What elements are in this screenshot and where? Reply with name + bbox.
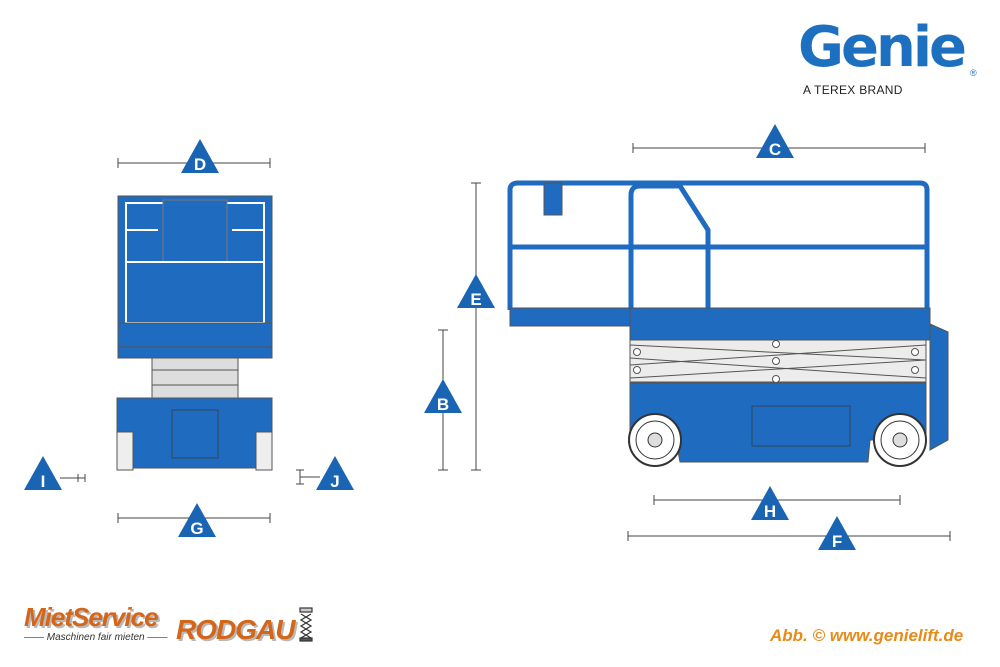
dimension-marker-d: D — [181, 139, 219, 174]
dimension-marker-f: F — [818, 516, 856, 551]
dimension-marker-b: B — [424, 379, 462, 414]
genie-logo: Genie — [798, 15, 967, 80]
dimension-marker-e: E — [457, 274, 495, 309]
company-name-part1: MietService — [24, 602, 159, 632]
side-view-machine — [507, 180, 949, 467]
company-name-part2: RODGAU — [176, 614, 295, 645]
dimension-marker-h: H — [751, 486, 789, 521]
svg-text:J: J — [330, 472, 339, 491]
svg-text:B: B — [437, 395, 449, 414]
registered-mark: ® — [970, 68, 977, 78]
image-credit: Abb. © www.genielift.de — [770, 626, 964, 645]
scissor-lift-icon — [299, 607, 313, 642]
front-wheel — [628, 413, 682, 467]
svg-text:H: H — [764, 502, 776, 521]
svg-text:C: C — [769, 140, 781, 159]
brand-tagline: A TEREX BRAND — [803, 83, 903, 97]
svg-text:G: G — [190, 519, 203, 538]
dimension-marker-c: C — [756, 124, 794, 159]
svg-text:E: E — [470, 290, 481, 309]
company-slogan: —— Maschinen fair mieten —— — [24, 632, 168, 643]
rear-wheel — [873, 413, 927, 467]
dimension-marker-i: I — [24, 456, 62, 491]
dimension-marker-j: J — [316, 456, 354, 491]
svg-text:F: F — [832, 532, 842, 551]
mietservice-logo: MietService RODGAU —— Maschinen fair mie… — [24, 602, 295, 648]
front-view-machine — [116, 195, 273, 471]
svg-text:I: I — [41, 472, 46, 491]
dimension-marker-g: G — [178, 503, 216, 538]
svg-text:D: D — [194, 155, 206, 174]
